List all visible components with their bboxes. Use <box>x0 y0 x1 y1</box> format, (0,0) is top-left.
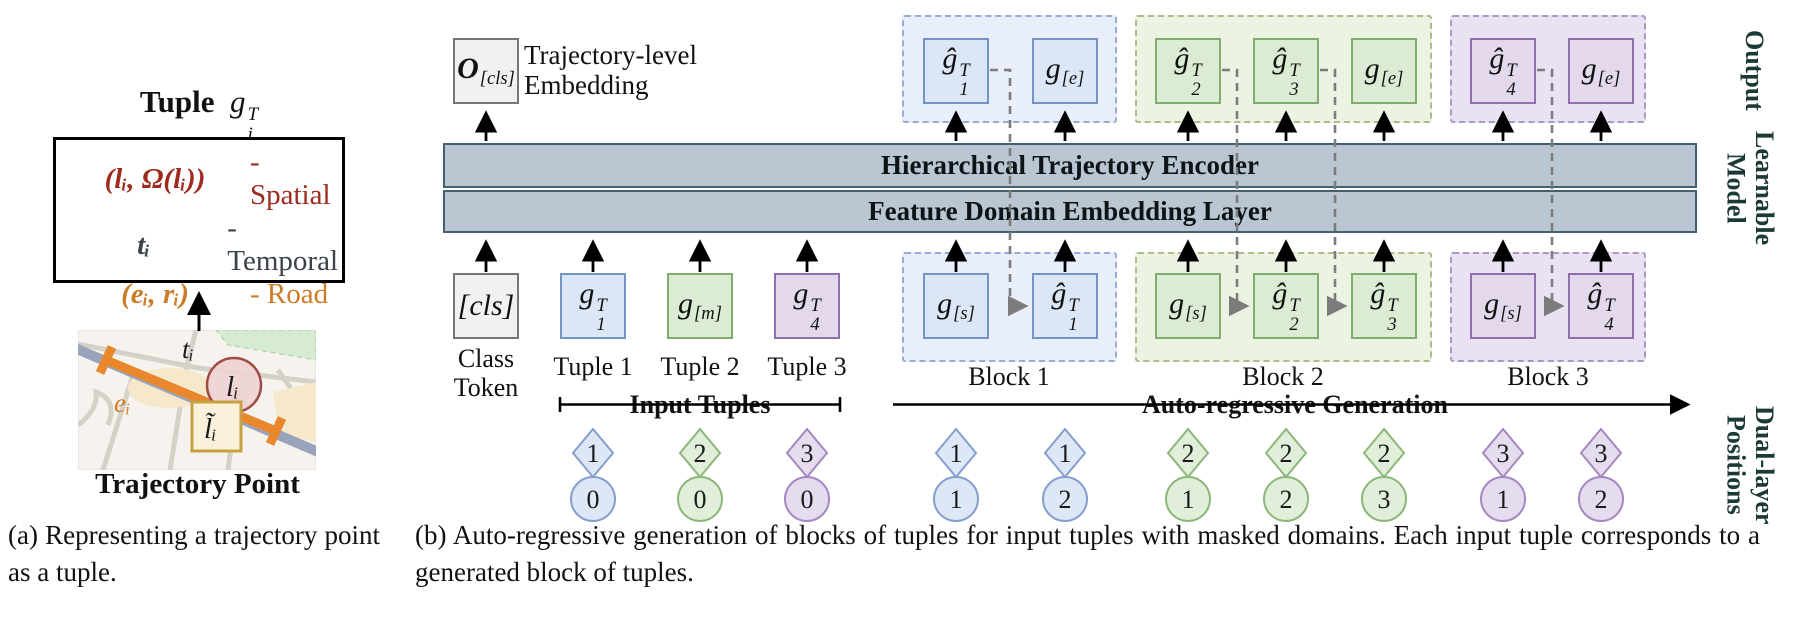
svg-text:3: 3 <box>1497 439 1510 468</box>
tuple-row-road: (eᵢ, rᵢ) - Road <box>60 278 338 311</box>
block1-gs-box: g[s] <box>923 273 989 339</box>
svg-text:2: 2 <box>1280 485 1293 514</box>
svg-text:1: 1 <box>587 439 600 468</box>
svg-text:3: 3 <box>1378 485 1391 514</box>
feature-domain-embedding-bar: Feature Domain Embedding Layer <box>443 190 1697 233</box>
block2-gs-box: g[s] <box>1155 273 1221 339</box>
hierarchical-trajectory-encoder-bar: Hierarchical Trajectory Encoder <box>443 143 1697 188</box>
embedding-bar-label: Feature Domain Embedding Layer <box>868 196 1272 226</box>
svg-text:1: 1 <box>950 439 963 468</box>
position-marker-2: 20 <box>677 427 723 522</box>
side-label-output: Output <box>1740 29 1769 111</box>
svg-text:2: 2 <box>1059 485 1072 514</box>
position-marker-4: 11 <box>933 427 979 522</box>
road-label: - Road <box>250 278 329 310</box>
svg-text:3: 3 <box>1595 439 1608 468</box>
svg-text:1: 1 <box>1182 485 1195 514</box>
map-park-area <box>215 330 316 361</box>
caption-a: (a) Representing a trajectory point as a… <box>8 520 380 588</box>
svg-text:1: 1 <box>1497 485 1510 514</box>
position-marker-8: 23 <box>1361 427 1407 522</box>
tuple-1-label: Tuple 1 <box>553 352 633 381</box>
position-marker-10: 32 <box>1578 427 1624 522</box>
class-token-label: Class Token <box>453 344 519 403</box>
autoregressive-arrow-text: Auto-regressive Generation <box>890 390 1700 420</box>
block-3-label: Block 3 <box>1507 362 1589 391</box>
trajectory-embedding-label: Trajectory-level Embedding <box>524 40 697 101</box>
svg-text:3: 3 <box>801 439 814 468</box>
input-tuples-bracket-text: Input Tuples <box>555 390 845 420</box>
map-label-mapped-location: l̃ᵢ <box>204 412 217 445</box>
spatial-label: - Spatial <box>250 146 331 211</box>
position-marker-6: 21 <box>1165 427 1211 522</box>
tuple-row-spatial: (lᵢ, Ω(lᵢ)) - Spatial <box>60 146 338 212</box>
position-marker-9: 31 <box>1480 427 1526 522</box>
road-expr: (eᵢ, rᵢ) <box>121 278 189 310</box>
tuple-3-label: Tuple 3 <box>767 352 847 381</box>
map-label-location: lᵢ <box>226 371 239 403</box>
temporal-expr: tᵢ <box>137 228 151 261</box>
spatial-expr: (lᵢ, Ω(lᵢ)) <box>104 162 206 195</box>
output-box-ge-3: g[e] <box>1568 38 1634 104</box>
position-marker-3: 30 <box>784 427 830 522</box>
svg-text:1: 1 <box>1059 439 1072 468</box>
svg-text:2: 2 <box>694 439 707 468</box>
encoder-bar-label: Hierarchical Trajectory Encoder <box>881 150 1259 180</box>
block-2-label: Block 2 <box>1242 362 1324 391</box>
svg-text:0: 0 <box>587 485 600 514</box>
map-label-time: tᵢ <box>182 334 194 364</box>
svg-text:2: 2 <box>1280 439 1293 468</box>
svg-text:2: 2 <box>1378 439 1391 468</box>
svg-text:1: 1 <box>950 485 963 514</box>
tuple-title-word: Tuple <box>139 84 215 119</box>
map-label-edge: eᵢ <box>114 388 130 418</box>
position-marker-7: 22 <box>1263 427 1309 522</box>
caption-b: (b) Auto-regressive generation of blocks… <box>415 520 1760 588</box>
block3-gs-box: g[s] <box>1470 273 1536 339</box>
position-marker-1: 10 <box>570 427 616 522</box>
svg-text:0: 0 <box>694 485 707 514</box>
trajectory-embedding-math: O[cls] <box>457 51 515 90</box>
trajectory-embedding-box: O[cls] <box>453 38 519 104</box>
svg-text:0: 0 <box>801 485 814 514</box>
tuple-definition-box: (lᵢ, Ω(lᵢ)) - Spatial tᵢ - Temporal (eᵢ,… <box>53 137 345 310</box>
map-mapped-point-square <box>190 400 243 453</box>
map-road-segment <box>95 345 287 446</box>
temporal-label: - Temporal <box>227 212 339 277</box>
tuple-2-box: g[m] <box>667 273 733 339</box>
svg-text:2: 2 <box>1595 485 1608 514</box>
output-box-ge-1: g[e] <box>1032 38 1098 104</box>
class-token-box: [cls] <box>453 273 519 339</box>
position-marker-5: 12 <box>1042 427 1088 522</box>
tuple-2-label: Tuple 2 <box>660 352 740 381</box>
block-1-label: Block 1 <box>968 362 1050 391</box>
side-label-dual-layer-positions: Dual-layer Positions <box>1721 405 1779 525</box>
map-caption: Trajectory Point <box>95 468 300 500</box>
tuple-row-temporal: tᵢ - Temporal <box>60 212 338 278</box>
svg-text:2: 2 <box>1182 439 1195 468</box>
map-building-2 <box>273 382 316 442</box>
output-box-ge-2: g[e] <box>1351 38 1417 104</box>
side-label-learnable-model: Learnable Model <box>1721 130 1779 246</box>
map-illustration: tᵢ eᵢ lᵢ l̃ᵢ <box>78 330 316 470</box>
